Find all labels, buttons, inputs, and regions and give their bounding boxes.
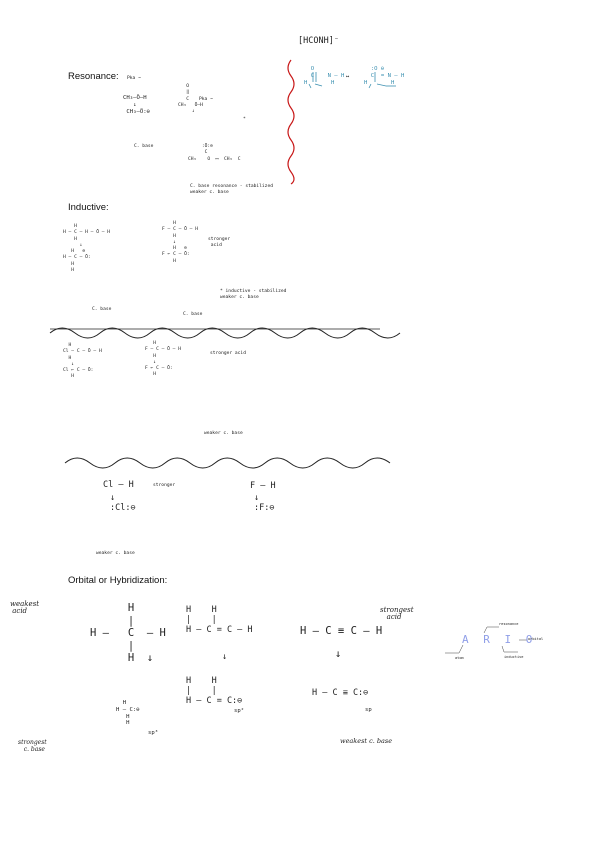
blue-structure-2: :O ⊖ C = N – H H H xyxy=(364,66,405,86)
sp2-label: sp² xyxy=(234,708,245,714)
orbital-header: Orbital or Hybridization: xyxy=(68,575,168,586)
acetic-acid-structure: O ‖ C CH₃ Ö–H ↓ xyxy=(178,84,203,115)
red-divider-line xyxy=(287,59,295,185)
wavy-divider-2 xyxy=(64,457,391,469)
ethene-arrow: ↓ xyxy=(222,652,228,662)
methanol-structure: CH₃–Ö–H ↓ CH₃–Ö:⊖ xyxy=(123,95,150,115)
resonance-anion-bracket: [HCONH]⁻ xyxy=(298,36,339,46)
resonance-header: Resonance: xyxy=(68,71,119,82)
resonance-mark: * xyxy=(243,117,246,122)
inductive-stabilized-note: * inductive - stabilized weaker c. base xyxy=(220,289,287,301)
ario-orbital-label: orbital xyxy=(528,637,544,641)
ario-atom-label: atom xyxy=(455,656,464,660)
acetylide-structure: H – C ≡ C:⊖ xyxy=(312,688,369,698)
weakest-base-note: weakest c. base xyxy=(340,737,393,745)
ethene-structure: H H | | H – C = C – H xyxy=(186,605,253,635)
strongest-base-note: strongest c. base xyxy=(18,739,47,753)
sp3-label: sp³ xyxy=(148,730,159,736)
halide-stronger-note: stronger xyxy=(153,483,176,488)
methanol-base-label: C. base xyxy=(134,144,154,149)
ario-callout-lines xyxy=(445,626,527,654)
blue-structure-1: O C N – H H H xyxy=(304,66,345,86)
resonance-arrow: ↔ xyxy=(346,74,350,80)
inductive-molecule-1-label: C. base xyxy=(92,307,112,312)
inductive-molecule-2-label: C. base xyxy=(183,312,203,317)
ethyne-structure: H – C ≡ C – H xyxy=(300,625,383,637)
acetate-resonance-structures: :Ö:⊖ C CH₃ O ⟷ CH₃ C xyxy=(188,144,241,162)
ario-inductive-label: inductive xyxy=(504,655,524,659)
wavy-divider-1 xyxy=(49,327,401,339)
inductive-molecule-2: H F – C – Ö – H H ↓ H ⊖ F ← C – Ö: H xyxy=(162,221,198,264)
halo-weaker-base-note: weaker c. base xyxy=(204,431,243,436)
hcl-acid: Cl – H xyxy=(103,480,134,490)
sp-label: sp xyxy=(365,707,372,713)
halo-stronger-acid-note: stronger acid xyxy=(210,351,246,356)
methyl-anion-structure: H H – C:⊖ H H xyxy=(116,700,140,727)
inductive-stronger-acid-note: stronger acid xyxy=(208,237,231,249)
inductive-header: Inductive: xyxy=(68,202,109,213)
weakest-acid-note: weakest acid xyxy=(10,600,40,615)
vinyl-anion-structure: H H | | H – C = C:⊖ xyxy=(186,676,243,706)
inductive-molecule-1: H H – C – H – Ö – H H ↓ H ⊖ H – C – Ö: H… xyxy=(63,224,111,274)
fluoro-molecule: H F – C – Ö – H H ↓ F ← C – Ö: H xyxy=(145,341,181,378)
methane-structure: H | H – C – H | H ↓ xyxy=(90,602,166,664)
ethyne-arrow: ↓ xyxy=(335,648,342,660)
ario-mnemonic: A R I O xyxy=(462,633,537,646)
chloride-base: ↓ :Cl:⊖ xyxy=(110,493,136,513)
strongest-acid-note: strongest acid xyxy=(380,606,414,621)
resonance-stabilized-note: C. base resonance - stabilized weaker c.… xyxy=(190,184,273,196)
resonance-pka-2: Pka ~ xyxy=(199,97,213,102)
chloro-molecule: H Cl – C – Ö – H H ↓ Cl ← C – Ö: H xyxy=(63,343,102,380)
halide-weaker-base-note: weaker c. base xyxy=(96,551,135,556)
ario-resonance-label: resonance xyxy=(499,622,519,626)
hf-acid: F – H xyxy=(250,481,276,491)
blue-structure-bonds xyxy=(308,72,396,89)
fluoride-base: ↓ :F:⊖ xyxy=(254,493,275,513)
resonance-pka-1: Pka ~ xyxy=(127,76,141,81)
